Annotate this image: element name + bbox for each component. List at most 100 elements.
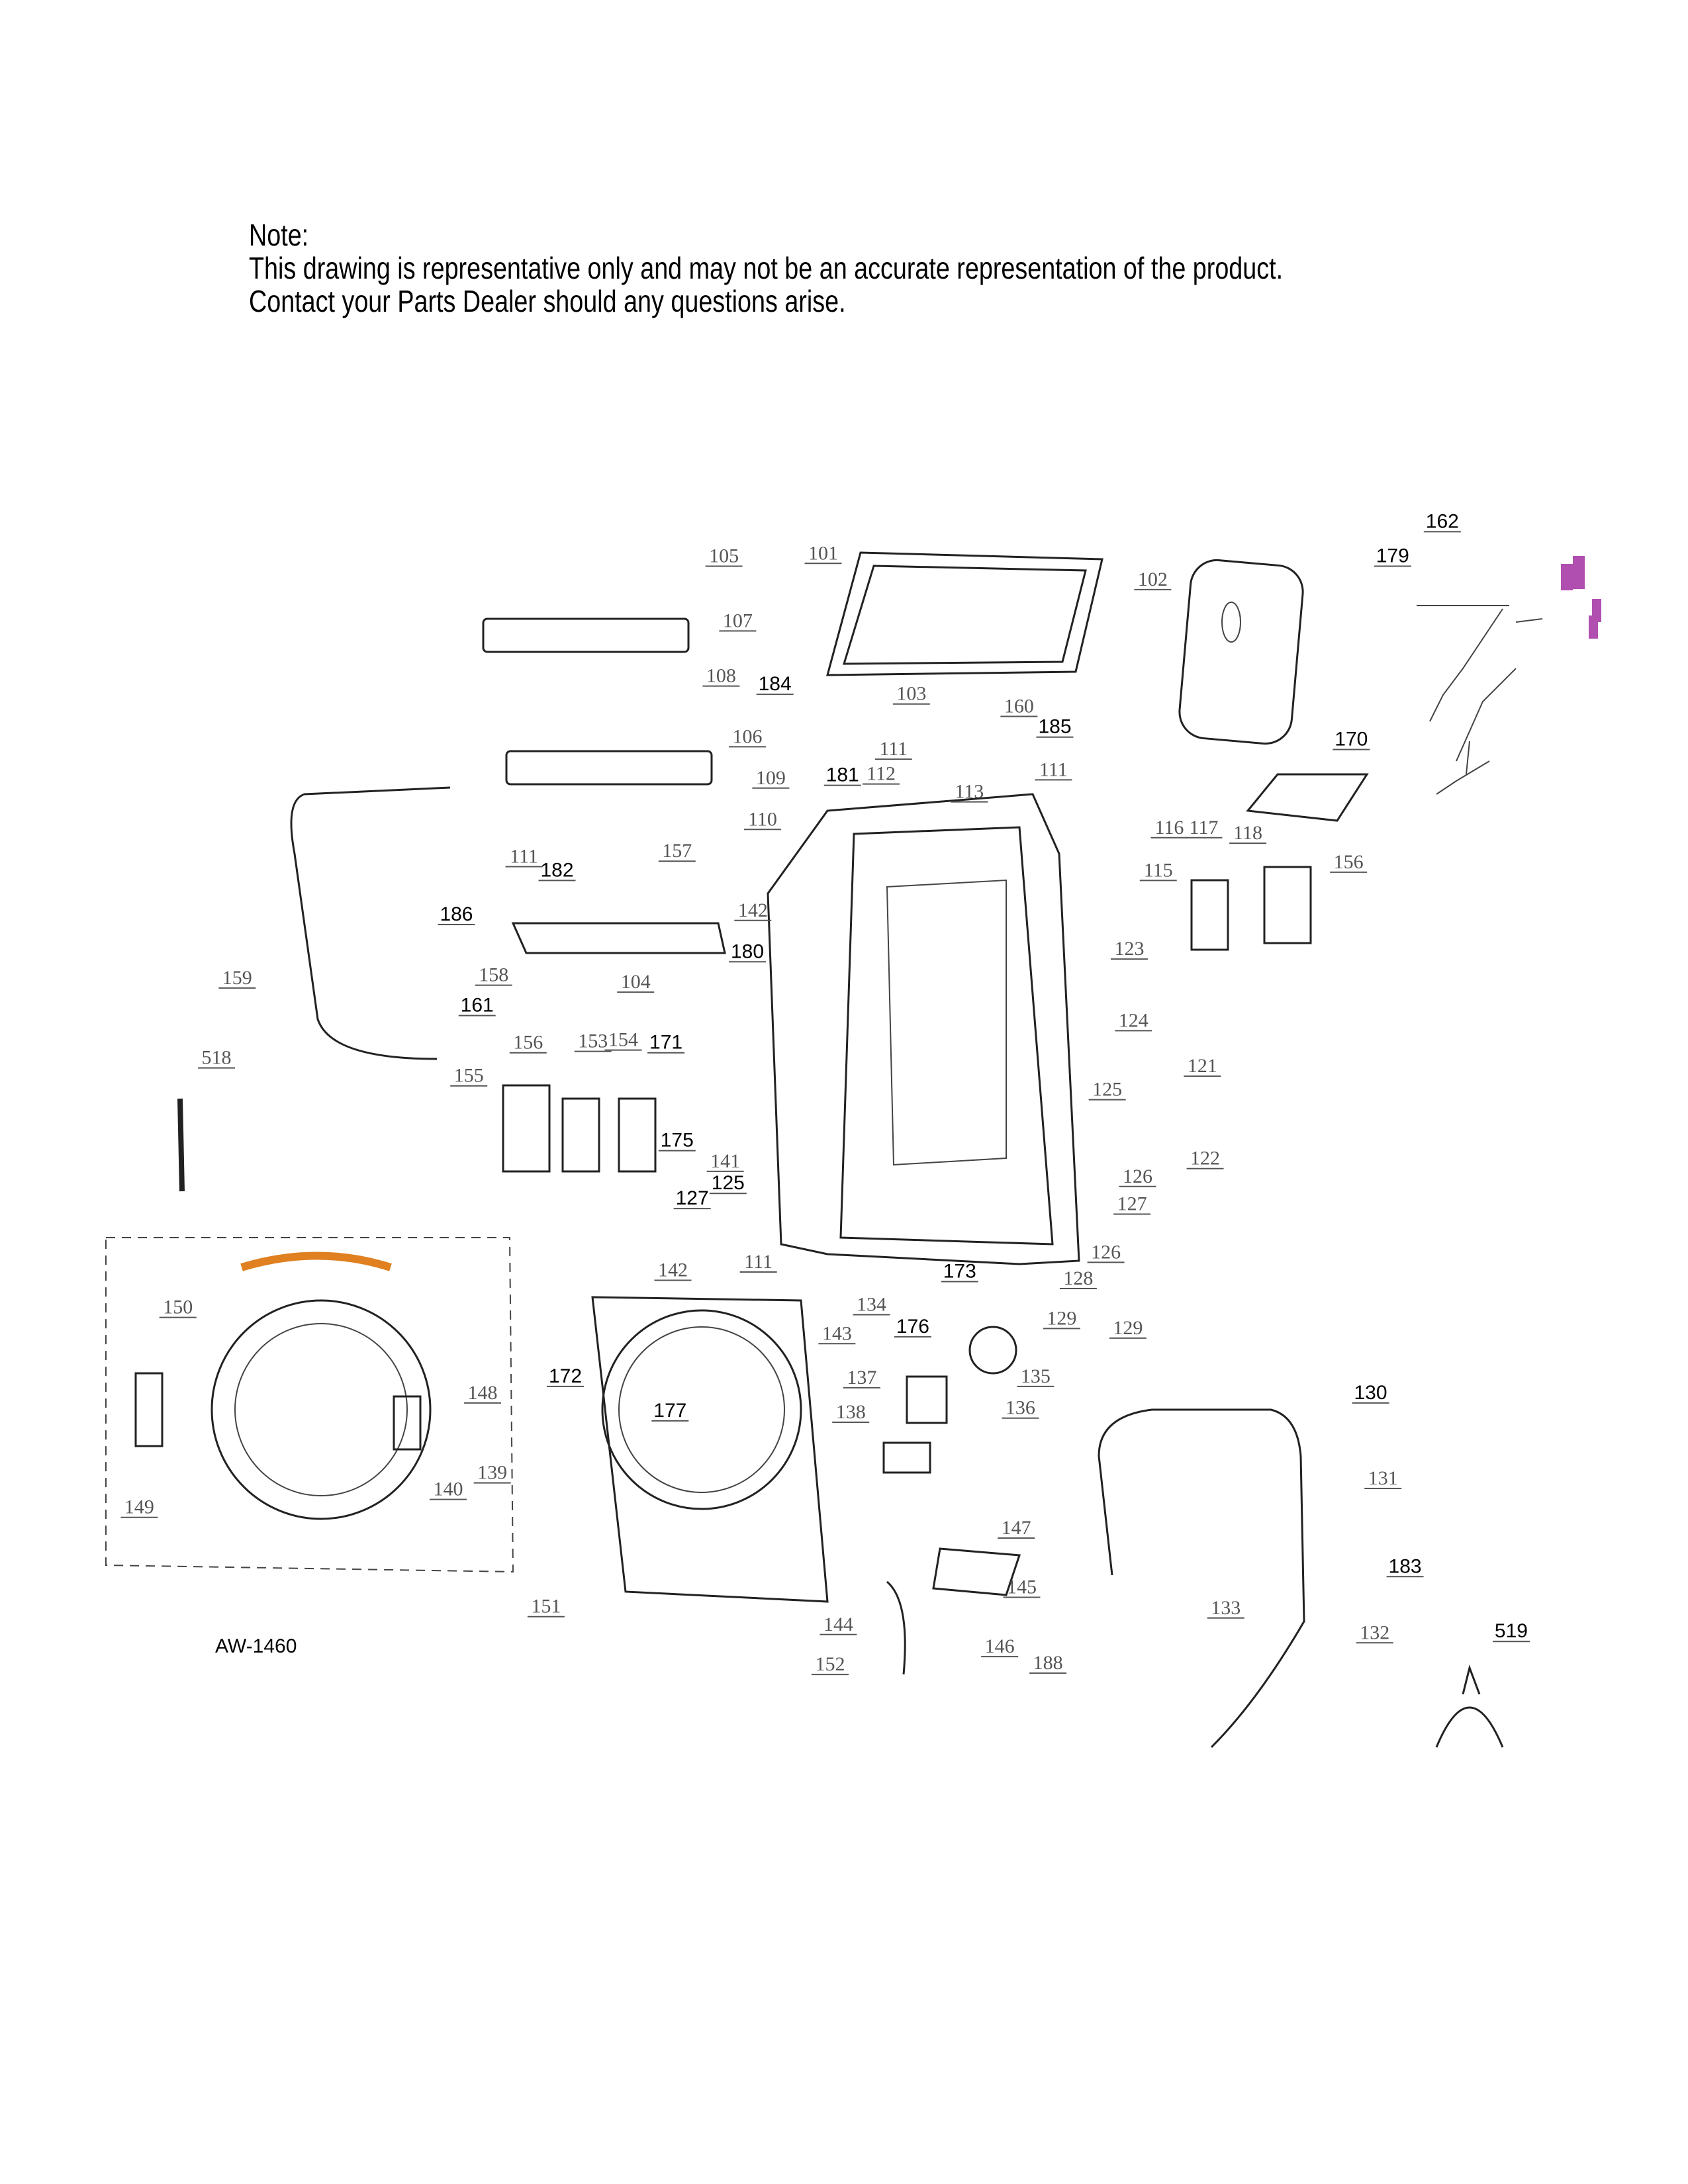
part-label-125: 125: [1092, 1079, 1122, 1101]
part-label-157: 157: [662, 840, 692, 862]
part-label-155: 155: [454, 1065, 484, 1087]
part-label-108: 108: [706, 665, 736, 687]
part-label-135: 135: [1021, 1365, 1051, 1387]
inlet-hose-part: [290, 786, 451, 1060]
part-label-102: 102: [1138, 569, 1168, 590]
part-label-103: 103: [896, 683, 926, 705]
front-panel-part: [591, 1296, 829, 1603]
part-label-107: 107: [723, 610, 753, 631]
board-part: [502, 1084, 551, 1173]
part-label-181: 181: [826, 764, 859, 786]
part-label-179: 179: [1376, 545, 1409, 567]
part-label-144: 144: [823, 1614, 853, 1635]
part-label-182: 182: [541, 859, 574, 881]
part-label-117: 117: [1190, 817, 1219, 839]
part-label-111: 111: [879, 738, 908, 760]
part-label-158: 158: [479, 964, 508, 986]
part-label-118: 118: [1233, 822, 1262, 844]
door-part: [211, 1299, 432, 1520]
part-label-111: 111: [1039, 758, 1068, 780]
part-label-132: 132: [1360, 1621, 1389, 1643]
part-label-110: 110: [748, 808, 777, 830]
part-label-149: 149: [124, 1496, 154, 1518]
part-label-172: 172: [549, 1365, 582, 1387]
board-part: [1263, 866, 1312, 944]
spring-part: [177, 1098, 185, 1192]
part-label-112: 112: [867, 763, 896, 785]
handle-part: [393, 1395, 422, 1451]
part-label-147: 147: [1002, 1517, 1031, 1539]
part-label-105: 105: [709, 545, 739, 567]
part-label-142: 142: [658, 1259, 688, 1281]
part-label-122: 122: [1190, 1148, 1220, 1169]
part-label-111: 111: [744, 1251, 773, 1273]
part-label-111: 111: [510, 846, 538, 868]
part-label-142: 142: [738, 899, 768, 921]
part-label-136: 136: [1006, 1397, 1035, 1419]
rear-bracket-part: [505, 750, 713, 786]
part-label-127: 127: [1117, 1193, 1147, 1214]
cabinet-part: [767, 793, 1080, 1265]
part-label-126: 126: [1123, 1165, 1152, 1187]
part-label-161: 161: [461, 995, 494, 1017]
part-label-184: 184: [759, 673, 792, 695]
part-label-106: 106: [732, 725, 762, 747]
part-label-152: 152: [815, 1653, 845, 1675]
part-label-139: 139: [477, 1462, 507, 1484]
part-label-175: 175: [661, 1130, 694, 1152]
hinge-part: [134, 1372, 164, 1447]
part-label-156: 156: [1334, 851, 1364, 873]
diagram-code: AW-1460: [215, 1635, 297, 1657]
part-label-519: 519: [1495, 1620, 1528, 1642]
part-label-115: 115: [1144, 859, 1173, 881]
part-label-518: 518: [202, 1047, 232, 1069]
board-part: [561, 1097, 600, 1173]
part-label-173: 173: [943, 1261, 976, 1283]
part-label-151: 151: [531, 1596, 561, 1617]
drain-pump-part: [968, 1326, 1017, 1375]
part-label-126: 126: [1091, 1241, 1121, 1263]
part-label-125: 125: [712, 1172, 745, 1194]
note-line-2: Contact your Parts Dealer should any que…: [249, 284, 846, 318]
part-label-188: 188: [1033, 1652, 1063, 1674]
part-label-104: 104: [621, 971, 651, 993]
warning-label-part: [240, 1251, 392, 1271]
part-label-162: 162: [1426, 510, 1459, 532]
top-cover-part: [826, 551, 1103, 676]
part-label-140: 140: [433, 1479, 463, 1500]
part-label-141: 141: [710, 1150, 740, 1172]
part-label-159: 159: [222, 967, 252, 989]
part-label-129: 129: [1047, 1307, 1076, 1329]
cover-plate-part: [882, 1441, 931, 1474]
tub-cover-part: [1178, 559, 1304, 745]
part-label-171: 171: [649, 1032, 682, 1054]
part-label-183: 183: [1389, 1555, 1422, 1577]
part-label-121: 121: [1188, 1055, 1217, 1077]
part-label-170: 170: [1335, 728, 1368, 750]
hose-clip-part: [1435, 1664, 1504, 1748]
part-label-134: 134: [857, 1294, 886, 1316]
manual-part: [1246, 773, 1369, 822]
part-label-129: 129: [1113, 1317, 1143, 1339]
part-label-186: 186: [440, 903, 473, 925]
part-label-123: 123: [1114, 938, 1144, 960]
part-label-154: 154: [608, 1029, 638, 1051]
dispenser-part: [932, 1547, 1021, 1596]
part-label-176: 176: [896, 1316, 929, 1338]
part-label-109: 109: [756, 767, 786, 789]
part-label-113: 113: [955, 781, 984, 803]
part-label-148: 148: [468, 1382, 498, 1404]
control-panel-board-part: [511, 922, 726, 954]
disclaimer-note: Note: This drawing is representative onl…: [249, 218, 1283, 318]
part-label-130: 130: [1354, 1382, 1387, 1404]
note-line-1: This drawing is representative only and …: [249, 251, 1284, 285]
rear-bracket-part: [482, 617, 690, 653]
part-label-127: 127: [676, 1187, 709, 1209]
part-label-150: 150: [163, 1297, 193, 1318]
wire-harness-part: [1417, 556, 1601, 795]
board-part: [1190, 879, 1229, 951]
pump-housing-part: [906, 1375, 948, 1424]
bracket-part: [886, 1580, 906, 1675]
